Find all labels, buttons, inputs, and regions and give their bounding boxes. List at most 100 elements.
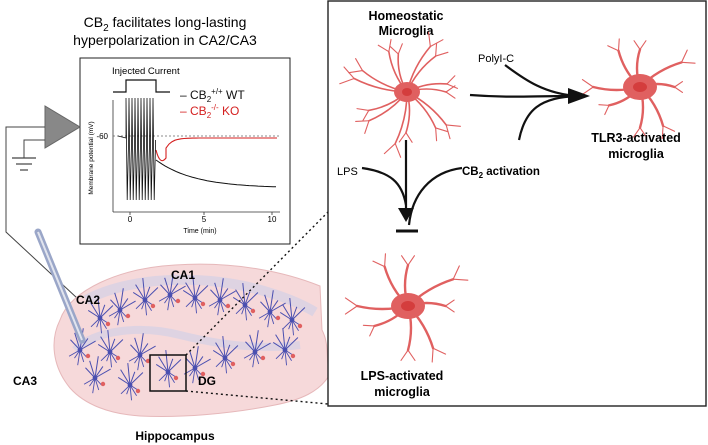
microglia-branch [435,127,438,142]
microglia-branch [607,45,620,52]
zoom-connector-bottom [185,390,329,405]
y-tick-label: -60 [96,132,108,141]
microglia-branch [432,347,447,355]
neuron-soma [282,347,288,353]
legend-wt: – CB2+/+ WT [180,87,245,104]
neuron-dendrite [119,288,124,311]
neuron-dendrite [92,377,96,394]
label-ca3: CA3 [13,374,37,388]
ground-wire [23,139,45,158]
neuron-dendrite [158,356,169,373]
label-homeostatic-2: Microglia [379,24,435,38]
microglia-branch [598,104,610,106]
neuron-soma [267,309,273,315]
stimulus-pulse [113,79,170,93]
neuron-dendrite [167,359,182,373]
neuron-dendrite [134,337,141,356]
microglia-branch [444,305,455,313]
tissue-microglia [290,353,296,359]
neuron-dendrite [144,299,147,316]
label-lps: LPS [337,166,358,178]
neuron-dendrite [99,317,102,334]
microglia-branch [639,127,647,138]
microglia-branch [344,305,358,315]
legend-ko: – CB2-/- KO [180,103,239,120]
microglia-branch [405,132,413,143]
neuron-dendrite [185,282,196,299]
neuron-soma [77,347,83,353]
microglia-branch [673,86,684,94]
neuron-soma [217,297,223,303]
neuron-dendrite [169,285,186,296]
label-tlr3-1: TLR3-activated [591,131,681,145]
microglia-branch [446,75,456,85]
neuron-dendrite [282,304,293,321]
neuron-dendrite [267,311,271,328]
neuron-dendrite [94,368,111,379]
neuron-dendrite [219,278,224,301]
microglia-branch [680,61,696,64]
neuron-dendrite [109,339,124,353]
neuron-dendrite [284,349,287,366]
neuron-soma [192,365,198,371]
neuron-dendrite [79,340,96,351]
tlr3-activated-microglia-cell [581,38,696,140]
neuron-soma [92,375,98,381]
microglia-branch [445,91,456,99]
x-tick-0: 0 [128,215,133,224]
microglia-nucleus [633,82,647,92]
microglia-branch [446,83,458,89]
microglia-branch [355,58,364,72]
microglia-branch [452,278,469,281]
neuron-dendrite [114,292,121,311]
tissue-microglia [225,303,231,309]
microglia-branch [356,108,370,111]
trace-ko [155,137,277,162]
label-cb2-activation: CB2 activation [462,166,540,180]
neuron-soma [192,295,198,301]
lps-activated-microglia-cell [344,253,469,363]
tissue-microglia [200,371,206,377]
microglia-nucleus [402,88,412,96]
tissue-microglia [85,353,91,359]
neuron-dendrite [235,289,246,306]
tissue-microglia [125,313,131,319]
tissue-microglia [175,298,181,304]
neuron-dendrite [254,342,271,353]
microglia-branch [428,31,431,48]
label-ca1: CA1 [171,268,195,282]
neuron-dendrite [139,333,144,356]
hippocampus-label: Hippocampus [135,429,215,443]
microglia-branch [581,86,594,95]
tissue-microglia [230,361,236,367]
microglia-branch [389,46,399,55]
neuron-dendrite [129,384,132,401]
neuron-dendrite [120,369,131,386]
microglia-branch [662,125,676,132]
zoom-box [149,354,187,392]
neuron-dendrite [242,283,246,306]
neuron-dendrite [224,345,239,359]
neuron-soma [137,352,143,358]
neuron-dendrite [194,358,211,369]
neuron-dendrite [119,300,136,311]
tissue-microglia [275,315,281,321]
neuron-dendrite [194,285,209,299]
cb2-to-tlr3-curve [517,94,579,141]
neuron-soma [117,307,123,313]
neuron-soma [242,302,248,308]
microglia-branch [339,77,355,85]
tissue-microglia [145,358,151,364]
neuron-dendrite [244,292,259,306]
neuron-dendrite [109,351,112,368]
ephys-inset: Injected Current – CB2+/+ WT – CB2-/- KO… [79,57,291,245]
arrowhead-lps [398,208,414,222]
microglia-branch [581,79,594,88]
neuron-soma [97,315,103,321]
neuron-soma [165,369,171,375]
neuron-dendrite [254,330,259,353]
microglia-branch [383,142,396,155]
microglia-branch [673,80,684,88]
microglia-branch [364,120,370,134]
neuron-dendrite [222,336,226,359]
